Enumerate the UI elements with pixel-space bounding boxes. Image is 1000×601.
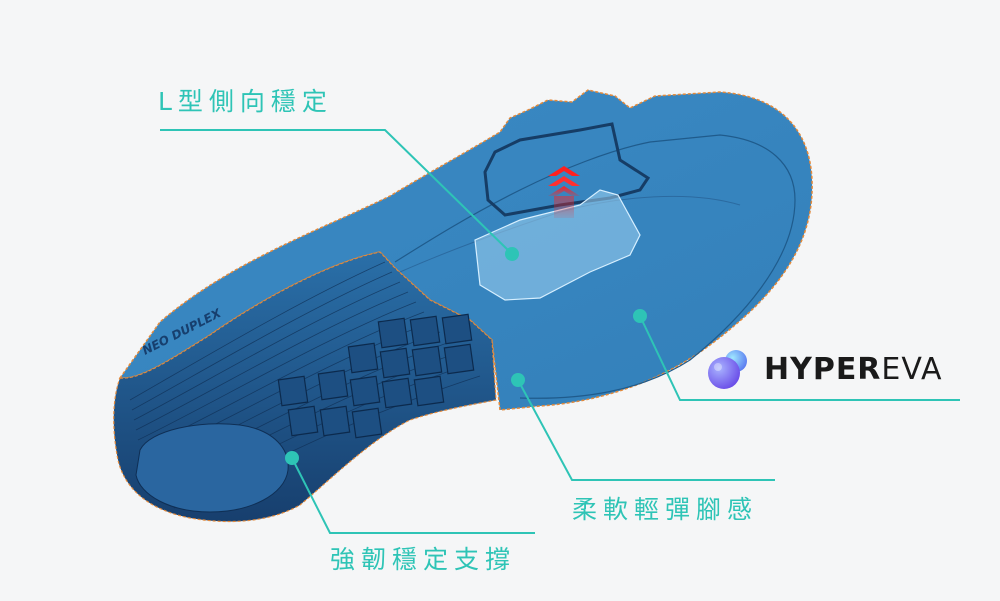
l-shape-stabilizer-outline bbox=[483, 122, 651, 217]
hypereva-bubble-icon bbox=[708, 350, 747, 389]
lift-arrows bbox=[548, 166, 580, 218]
callout-lines bbox=[160, 129, 960, 534]
sole-inner-contour bbox=[394, 134, 796, 399]
callout-dots bbox=[285, 247, 647, 465]
hypereva-light: EVA bbox=[881, 351, 943, 387]
diamond-grid bbox=[277, 313, 475, 439]
hypereva-bold: HYPER bbox=[764, 351, 882, 387]
callout-soft-bouncy: 柔軟輕彈腳感 bbox=[572, 495, 759, 524]
callout-l-shape-stability: L型側向穩定 bbox=[158, 87, 333, 116]
hypereva-logo: HYPEREVA bbox=[706, 344, 943, 394]
heel-pad bbox=[135, 423, 289, 513]
hypereva-wordmark: HYPEREVA bbox=[764, 352, 943, 387]
callout-strong-support: 強韌穩定支撐 bbox=[330, 545, 517, 574]
